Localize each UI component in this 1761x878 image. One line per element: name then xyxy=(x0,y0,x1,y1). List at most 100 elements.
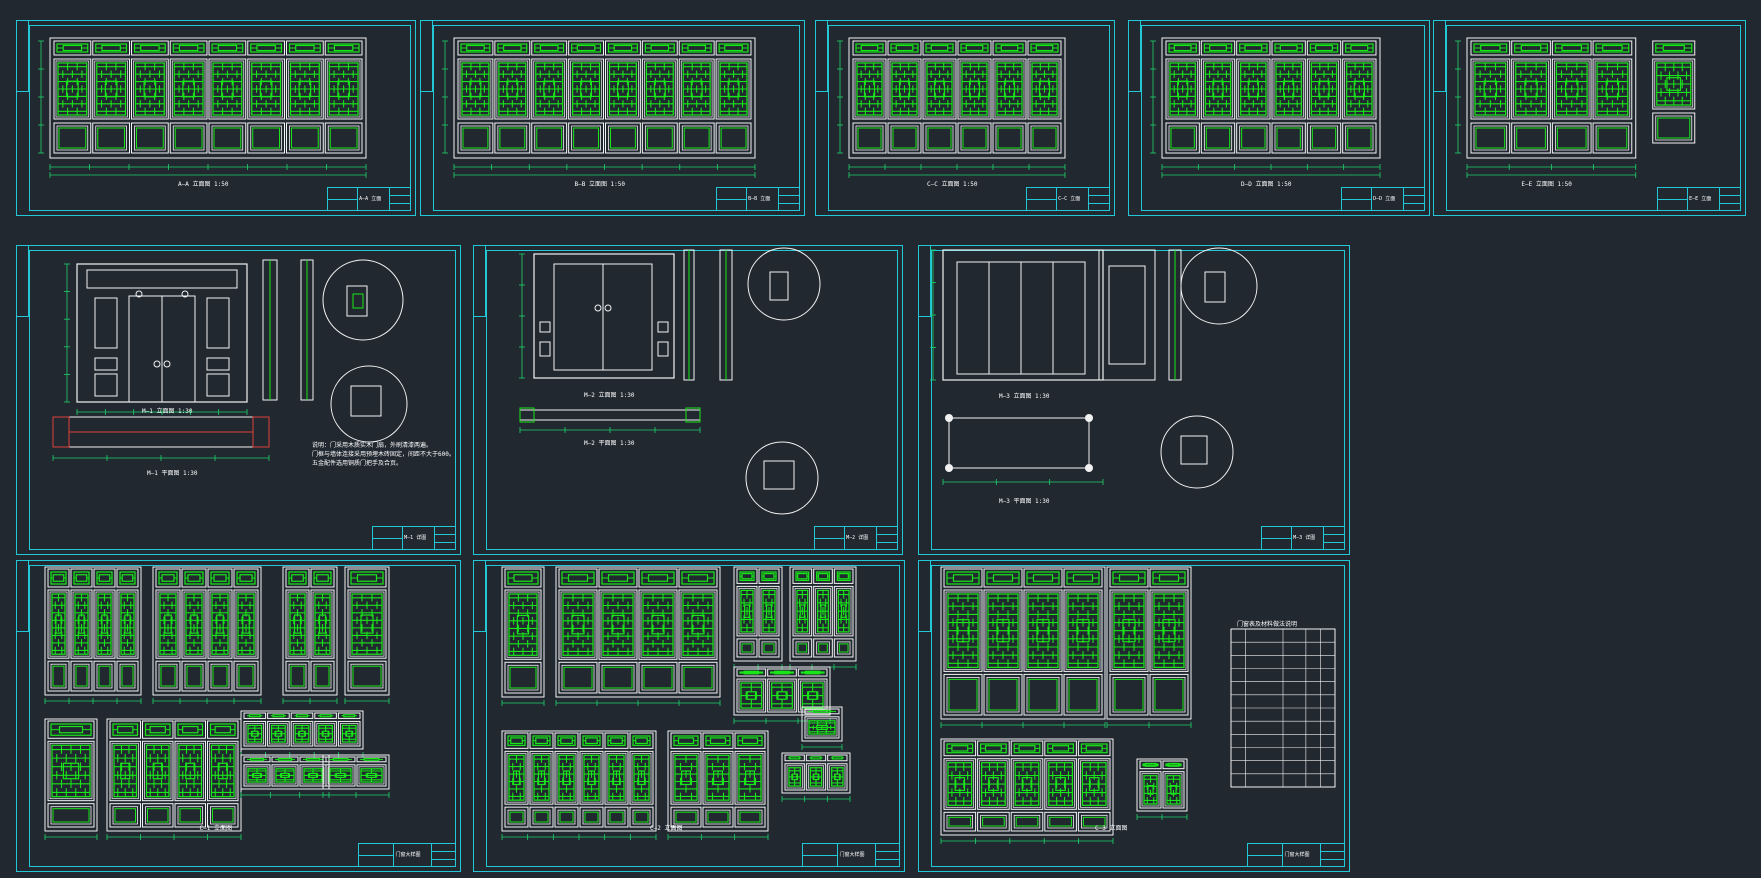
lower-panel-frame xyxy=(957,122,992,154)
lattice-center xyxy=(616,80,629,98)
lower-panel-frame xyxy=(983,673,1023,716)
lattice-inner-frame xyxy=(889,60,920,118)
title-block: B—B 立面 xyxy=(716,187,800,211)
binding-strip xyxy=(474,246,486,317)
lattice-inner-frame xyxy=(1513,60,1549,118)
transom-center xyxy=(1018,745,1036,752)
lattice-center xyxy=(164,614,172,634)
lower-panel-moulding xyxy=(179,808,201,823)
transom-center xyxy=(1520,44,1542,52)
drawing-sheet-c-3[interactable]: C—3 立面图门窗表及材料做法说明门窗大样图 xyxy=(918,560,1350,872)
lattice-frame xyxy=(337,720,361,747)
lattice-inner-frame xyxy=(301,766,325,785)
lattice-center xyxy=(298,80,312,98)
drawing-linework xyxy=(442,37,756,178)
lower-panel-frame xyxy=(558,661,598,694)
transom-frame xyxy=(347,568,387,588)
lattice-center xyxy=(221,80,234,98)
lattice-frame xyxy=(797,678,828,713)
lattice-border xyxy=(706,754,730,801)
title-block-cell xyxy=(875,851,900,860)
lattice-frame xyxy=(736,585,758,637)
lattice-inner-frame xyxy=(1012,760,1042,808)
transom-frame xyxy=(1271,40,1306,56)
lattice-frame xyxy=(568,58,604,120)
wall-hatch xyxy=(52,416,70,448)
lower-panel-moulding xyxy=(1347,127,1372,149)
lower-panel-moulding xyxy=(610,127,636,149)
lower-panel-frame xyxy=(1027,122,1062,154)
lower-panel-inset xyxy=(534,125,565,151)
lattice-frame xyxy=(504,589,542,660)
drawing-linework xyxy=(501,566,857,840)
lower-panel-moulding xyxy=(160,665,176,687)
lattice-frame xyxy=(579,750,604,805)
lattice-frame xyxy=(784,763,805,791)
lattice-center xyxy=(863,80,876,98)
title-block-cell xyxy=(1719,195,1741,204)
title-block-cell xyxy=(431,851,456,860)
lattice-center xyxy=(512,770,521,786)
lower-panel-frame xyxy=(207,803,239,828)
lower-panel-inset xyxy=(795,641,810,655)
transom-frame xyxy=(604,732,629,749)
drawing-sheet-c-2[interactable]: C—2 立面图门窗大样图 xyxy=(473,560,905,872)
lattice-frame xyxy=(1139,771,1162,809)
lattice-frame xyxy=(1149,589,1189,672)
lower-panel-frame xyxy=(554,806,579,828)
lattice-inner-frame xyxy=(144,742,172,800)
lower-panel-moulding xyxy=(509,811,524,823)
transom-center xyxy=(709,737,727,745)
drawing-sheet-c-1[interactable]: C—1 立面图门窗大样图 xyxy=(16,560,461,872)
lower-panel-inset xyxy=(561,664,595,691)
title-block-cell xyxy=(1088,188,1110,197)
lattice-inner-frame xyxy=(560,591,596,658)
window-outer-frame xyxy=(781,752,851,794)
drawing-linework xyxy=(1150,37,1381,178)
lower-panel-inset xyxy=(507,809,526,825)
lattice-border xyxy=(558,754,575,801)
lattice-center xyxy=(469,80,482,98)
lower-panel-moulding xyxy=(1170,127,1195,149)
transom-center xyxy=(291,574,304,582)
lattice-center xyxy=(190,614,198,634)
lattice-center xyxy=(124,614,131,634)
lower-panel-frame xyxy=(286,122,324,154)
lower-panel-moulding xyxy=(741,643,753,653)
lower-panel-inset xyxy=(673,809,699,825)
lower-panel-moulding xyxy=(584,811,599,823)
lower-panel-frame xyxy=(1200,122,1236,154)
binding-strip xyxy=(474,561,486,632)
lower-panel-moulding xyxy=(536,127,563,149)
lower-panel-frame xyxy=(1165,122,1200,154)
lower-panel-inset xyxy=(327,125,360,151)
transom-center xyxy=(1561,44,1582,52)
lattice-frame xyxy=(1511,58,1551,120)
title-block-cell xyxy=(1658,199,1688,211)
lower-panel-frame xyxy=(116,660,139,692)
sheet-inner-border xyxy=(29,250,456,550)
lattice-center xyxy=(611,614,625,635)
transom-center xyxy=(75,574,88,582)
title-block-cell xyxy=(803,855,838,867)
lattice-frame xyxy=(324,58,363,120)
lattice-frame xyxy=(943,758,977,810)
lower-panel-inset xyxy=(1203,125,1233,151)
title-block-cell xyxy=(1320,844,1345,853)
lattice-frame xyxy=(1077,758,1111,810)
transom-frame xyxy=(558,568,598,588)
lattice-center xyxy=(612,770,621,786)
title-block: A—A 立面 xyxy=(327,187,411,211)
lattice-frame xyxy=(1342,58,1377,120)
transom-frame xyxy=(767,668,797,677)
lattice-center xyxy=(690,80,703,98)
